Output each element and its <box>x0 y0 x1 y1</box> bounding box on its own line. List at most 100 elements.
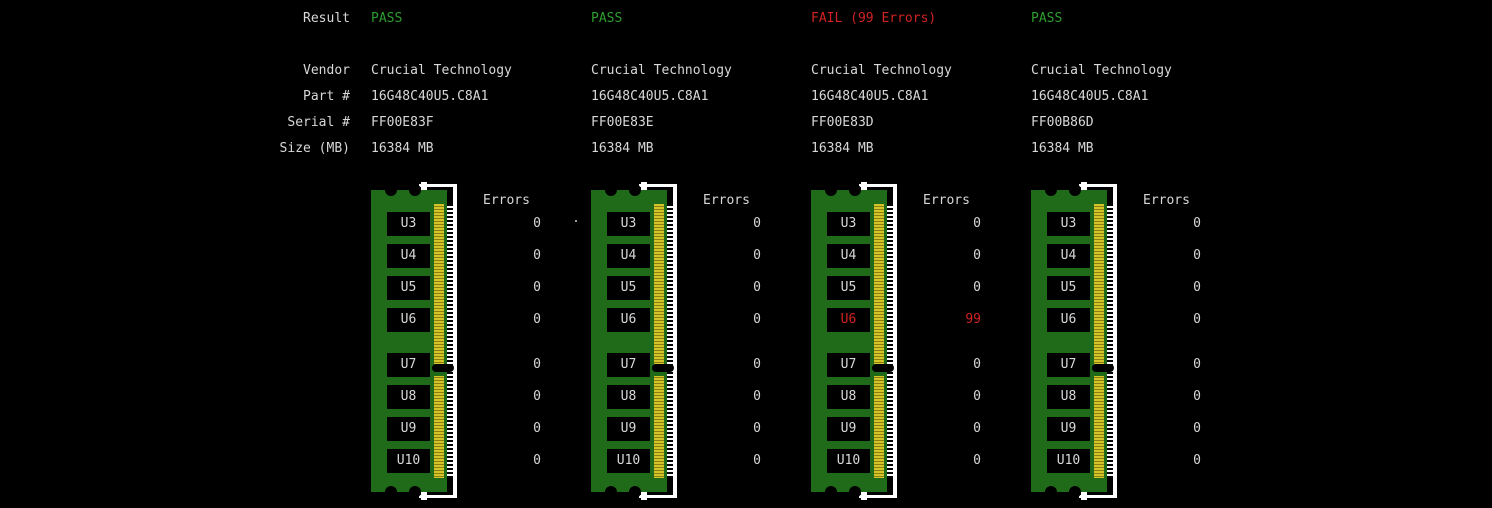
size-value: 16384 MB <box>371 141 434 156</box>
chip-error-count: 0 <box>533 312 541 327</box>
memory-chip: U9 <box>1047 417 1090 441</box>
memory-chip: U7 <box>1047 353 1090 377</box>
memory-chip: U10 <box>607 449 650 473</box>
memory-chip: U4 <box>607 244 650 268</box>
result-value: FAIL (99 Errors) <box>811 11 937 26</box>
size-label: Size (MB) <box>279 141 350 156</box>
memory-chip: U4 <box>827 244 870 268</box>
dimm-graphic <box>591 182 677 500</box>
chip-error-count: 0 <box>973 216 981 231</box>
size-value: 16384 MB <box>1031 141 1094 156</box>
part-number-value: 16G48C40U5.C8A1 <box>591 89 709 104</box>
memory-chip: U4 <box>1047 244 1090 268</box>
errors-header: Errors <box>923 193 970 208</box>
dimm-graphic <box>371 182 457 500</box>
memory-chip: U8 <box>827 385 870 409</box>
chip-error-count: 0 <box>973 453 981 468</box>
result-value: PASS <box>371 11 403 26</box>
memory-chip: U9 <box>607 417 650 441</box>
part-number-value: 16G48C40U5.C8A1 <box>811 89 929 104</box>
memory-chip: U8 <box>607 385 650 409</box>
serial-number-value: FF00E83F <box>371 115 434 130</box>
chip-error-count: 0 <box>753 312 761 327</box>
errors-header: Errors <box>483 193 530 208</box>
memory-chip: U5 <box>607 276 650 300</box>
serial-number-value: FF00E83E <box>591 115 654 130</box>
memory-chip: U6 <box>607 308 650 332</box>
chip-error-count: 0 <box>533 421 541 436</box>
vendor-label: Vendor <box>303 63 350 78</box>
memory-chip: U8 <box>1047 385 1090 409</box>
chip-error-count: 0 <box>753 421 761 436</box>
chip-error-count: 0 <box>1193 248 1201 263</box>
errors-header: Errors <box>703 193 750 208</box>
chip-error-count: 0 <box>753 248 761 263</box>
memory-chip: U6 <box>1047 308 1090 332</box>
chip-error-count: 0 <box>533 453 541 468</box>
memory-chip: U3 <box>827 212 870 236</box>
result-label: Result <box>303 11 350 26</box>
chip-error-count: 0 <box>1193 357 1201 372</box>
memory-chip: U6 <box>387 308 430 332</box>
vendor-value: Crucial Technology <box>371 63 512 78</box>
stray-dot <box>575 220 577 222</box>
chip-error-count: 0 <box>1193 312 1201 327</box>
chip-error-count: 0 <box>973 421 981 436</box>
memory-chip: U3 <box>387 212 430 236</box>
memory-chip: U7 <box>827 353 870 377</box>
serial-number-value: FF00B86D <box>1031 115 1094 130</box>
memory-chip: U3 <box>607 212 650 236</box>
chip-error-count: 0 <box>533 248 541 263</box>
chip-error-count: 0 <box>973 357 981 372</box>
memory-chip: U9 <box>387 417 430 441</box>
memory-chip: U4 <box>387 244 430 268</box>
chip-error-count: 0 <box>973 248 981 263</box>
size-value: 16384 MB <box>591 141 654 156</box>
vendor-value: Crucial Technology <box>591 63 732 78</box>
dimm-graphic <box>811 182 897 500</box>
chip-error-count: 0 <box>533 216 541 231</box>
dimm-graphic <box>1031 182 1117 500</box>
serial-number-value: FF00E83D <box>811 115 874 130</box>
vendor-value: Crucial Technology <box>1031 63 1172 78</box>
chip-error-count: 0 <box>1193 389 1201 404</box>
memory-chip: U6 <box>827 308 870 332</box>
chip-error-count: 0 <box>753 280 761 295</box>
memory-chip: U9 <box>827 417 870 441</box>
chip-error-count: 0 <box>753 216 761 231</box>
chip-error-count: 0 <box>533 280 541 295</box>
chip-error-count: 0 <box>753 389 761 404</box>
serial-number-label: Serial # <box>287 115 350 130</box>
memory-chip: U7 <box>607 353 650 377</box>
result-value: PASS <box>1031 11 1063 26</box>
part-number-value: 16G48C40U5.C8A1 <box>1031 89 1149 104</box>
chip-error-count: 99 <box>965 312 981 327</box>
chip-error-count: 0 <box>533 389 541 404</box>
memory-chip: U10 <box>1047 449 1090 473</box>
chip-error-count: 0 <box>973 280 981 295</box>
errors-header: Errors <box>1143 193 1190 208</box>
memory-chip: U3 <box>1047 212 1090 236</box>
chip-error-count: 0 <box>1193 280 1201 295</box>
memory-chip: U5 <box>1047 276 1090 300</box>
chip-error-count: 0 <box>1193 216 1201 231</box>
chip-error-count: 0 <box>1193 421 1201 436</box>
size-value: 16384 MB <box>811 141 874 156</box>
chip-error-count: 0 <box>1193 453 1201 468</box>
vendor-value: Crucial Technology <box>811 63 952 78</box>
chip-error-count: 0 <box>533 357 541 372</box>
part-number-value: 16G48C40U5.C8A1 <box>371 89 489 104</box>
chip-error-count: 0 <box>753 453 761 468</box>
chip-error-count: 0 <box>753 357 761 372</box>
chip-error-count: 0 <box>973 389 981 404</box>
memory-chip: U5 <box>827 276 870 300</box>
part-number-label: Part # <box>303 89 350 104</box>
memory-chip: U10 <box>827 449 870 473</box>
memory-chip: U5 <box>387 276 430 300</box>
result-value: PASS <box>591 11 623 26</box>
memory-chip: U7 <box>387 353 430 377</box>
